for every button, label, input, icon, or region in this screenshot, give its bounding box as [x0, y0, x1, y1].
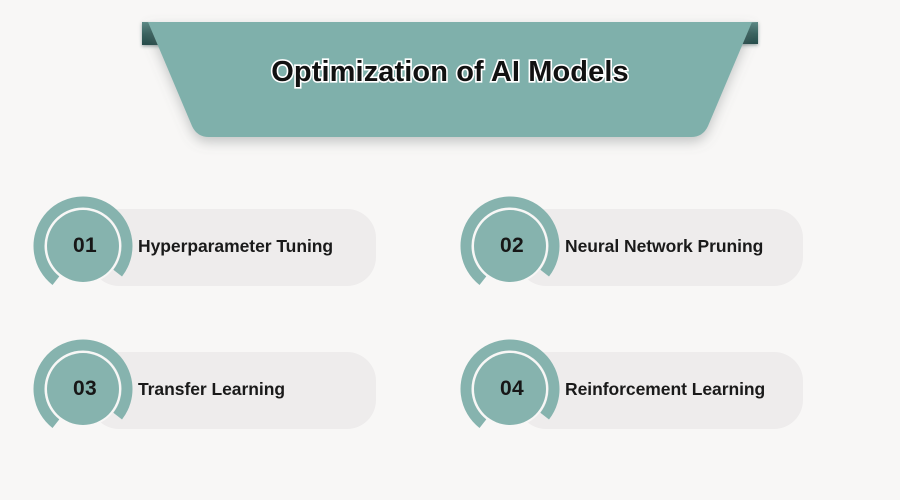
card-pill-background	[90, 352, 376, 429]
badge-ring-icon	[33, 196, 133, 296]
badge-ring-icon	[460, 196, 560, 296]
badge-circle-icon	[474, 210, 546, 282]
list-item[interactable]: 03 Transfer Learning	[33, 339, 376, 439]
banner-trapezoid-icon	[148, 22, 752, 137]
number-badge: 03	[33, 339, 133, 439]
list-item[interactable]: 01 Hyperparameter Tuning	[33, 196, 376, 296]
banner: Optimization of AI Models	[0, 0, 900, 165]
badge-ring-icon	[460, 339, 560, 439]
badge-circle-icon	[47, 210, 119, 282]
number-badge: 01	[33, 196, 133, 296]
number-badge: 04	[460, 339, 560, 439]
card-pill-background	[517, 209, 803, 286]
list-item[interactable]: 02 Neural Network Pruning	[460, 196, 803, 296]
list-item[interactable]: 04 Reinforcement Learning	[460, 339, 803, 439]
list-item-label: Transfer Learning	[138, 378, 285, 399]
number-badge: 02	[460, 196, 560, 296]
badge-number: 01	[73, 234, 97, 257]
badge-circle-icon	[47, 353, 119, 425]
card-pill-background	[517, 352, 803, 429]
list-item-label: Neural Network Pruning	[565, 235, 764, 256]
banner-shape-icon	[142, 22, 758, 137]
badge-ring-icon	[33, 339, 133, 439]
card-pill-background	[90, 209, 376, 286]
badge-circle-icon	[474, 353, 546, 425]
list-item-label: Reinforcement Learning	[565, 378, 766, 399]
badge-number: 03	[73, 377, 97, 400]
page-title: Optimization of AI Models	[270, 54, 631, 89]
list-item-label: Hyperparameter Tuning	[138, 235, 334, 256]
badge-number: 04	[500, 377, 524, 400]
badge-number: 02	[500, 234, 524, 257]
